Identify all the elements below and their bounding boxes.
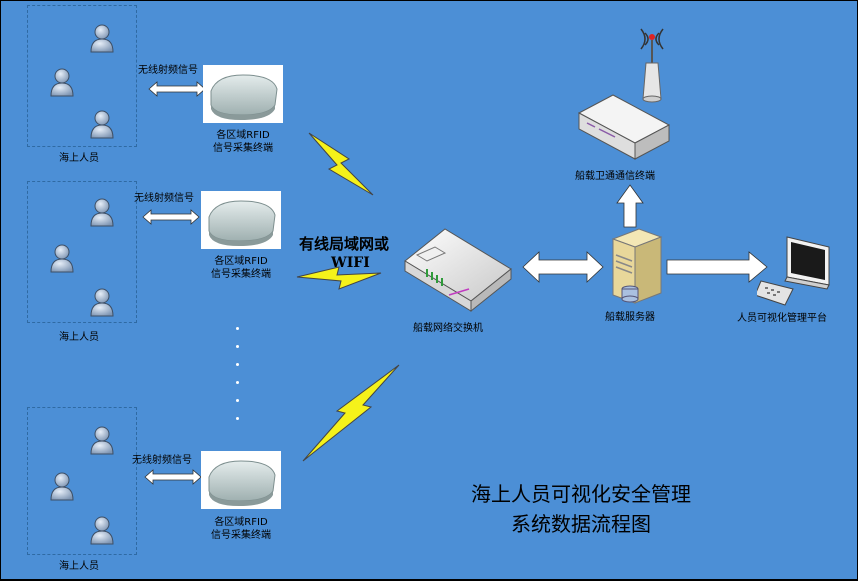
radio-arrow-3 <box>144 469 202 485</box>
person-icon <box>90 288 114 317</box>
person-icon <box>90 426 114 455</box>
person-icon <box>90 198 114 227</box>
rfid-reader-3 <box>201 451 281 509</box>
rfid-reader-icon <box>208 460 276 506</box>
ellipsis-dot <box>236 345 239 348</box>
person-icon <box>90 110 114 139</box>
satellite-terminal-icon <box>577 28 671 160</box>
network-switch-icon <box>404 228 512 313</box>
reader-label-line2: 信号采集终端 <box>211 530 271 541</box>
zone-label-1: 海上人员 <box>59 153 99 164</box>
rfid-reader-1 <box>203 65 283 123</box>
personnel-zone-2 <box>27 181 137 323</box>
wireless-link-bolt-1 <box>308 132 374 196</box>
satellite-terminal-label: 船载卫通通信终端 <box>575 171 655 182</box>
reader-label-line1: 各区域RFID <box>214 517 268 528</box>
reader-label-line2: 信号采集终端 <box>213 143 273 154</box>
management-platform-icon <box>757 236 830 306</box>
rfid-reader-label-2: 各区域RFID 信号采集终端 <box>181 255 301 281</box>
ellipsis-dot <box>236 363 239 366</box>
ellipsis-dot <box>236 327 239 330</box>
ellipsis-dot <box>236 381 239 384</box>
server-label: 船载服务器 <box>605 312 655 323</box>
personnel-zone-1 <box>27 5 137 147</box>
zone-label-2: 海上人员 <box>59 332 99 343</box>
wired-lan-label: 有线局域网或 <box>299 235 390 253</box>
server-icon <box>611 228 663 304</box>
radio-arrow-1 <box>148 81 206 97</box>
ellipsis-dot <box>236 417 239 420</box>
ellipsis-dot <box>236 399 239 402</box>
radio-signal-label-3: 无线射频信号 <box>132 455 192 466</box>
title-line-2: 系统数据流程图 <box>511 512 651 536</box>
rfid-reader-icon <box>210 74 278 120</box>
wireless-link-bolt-3 <box>302 364 400 462</box>
wireless-link-bolt-2 <box>296 266 382 290</box>
rfid-reader-label-3: 各区域RFID 信号采集终端 <box>181 516 301 542</box>
management-platform-label: 人员可视化管理平台 <box>737 313 827 324</box>
reader-label-line1: 各区域RFID <box>216 130 270 141</box>
person-icon <box>50 68 74 97</box>
person-icon <box>50 472 74 501</box>
network-switch-label: 船载网络交换机 <box>413 323 483 334</box>
server-satellite-arrow <box>616 184 644 228</box>
rfid-reader-icon <box>208 200 276 246</box>
diagram-title: 海上人员可视化安全管理 系统数据流程图 <box>431 479 731 539</box>
person-icon <box>90 24 114 53</box>
server-platform-arrow <box>666 251 768 283</box>
wifi-label: WIFI <box>331 255 370 271</box>
radio-arrow-2 <box>142 209 200 225</box>
personnel-zone-3 <box>27 407 137 555</box>
rfid-reader-2 <box>201 191 281 249</box>
person-icon <box>50 244 74 273</box>
person-icon <box>90 516 114 545</box>
rfid-reader-label-1: 各区域RFID 信号采集终端 <box>183 129 303 155</box>
title-line-1: 海上人员可视化安全管理 <box>471 482 691 506</box>
radio-signal-label-2: 无线射频信号 <box>134 193 194 204</box>
reader-label-line2: 信号采集终端 <box>211 269 271 280</box>
zone-label-3: 海上人员 <box>59 561 99 572</box>
reader-label-line1: 各区域RFID <box>214 256 268 267</box>
radio-signal-label-1: 无线射频信号 <box>138 65 198 76</box>
switch-server-arrow <box>522 251 604 283</box>
